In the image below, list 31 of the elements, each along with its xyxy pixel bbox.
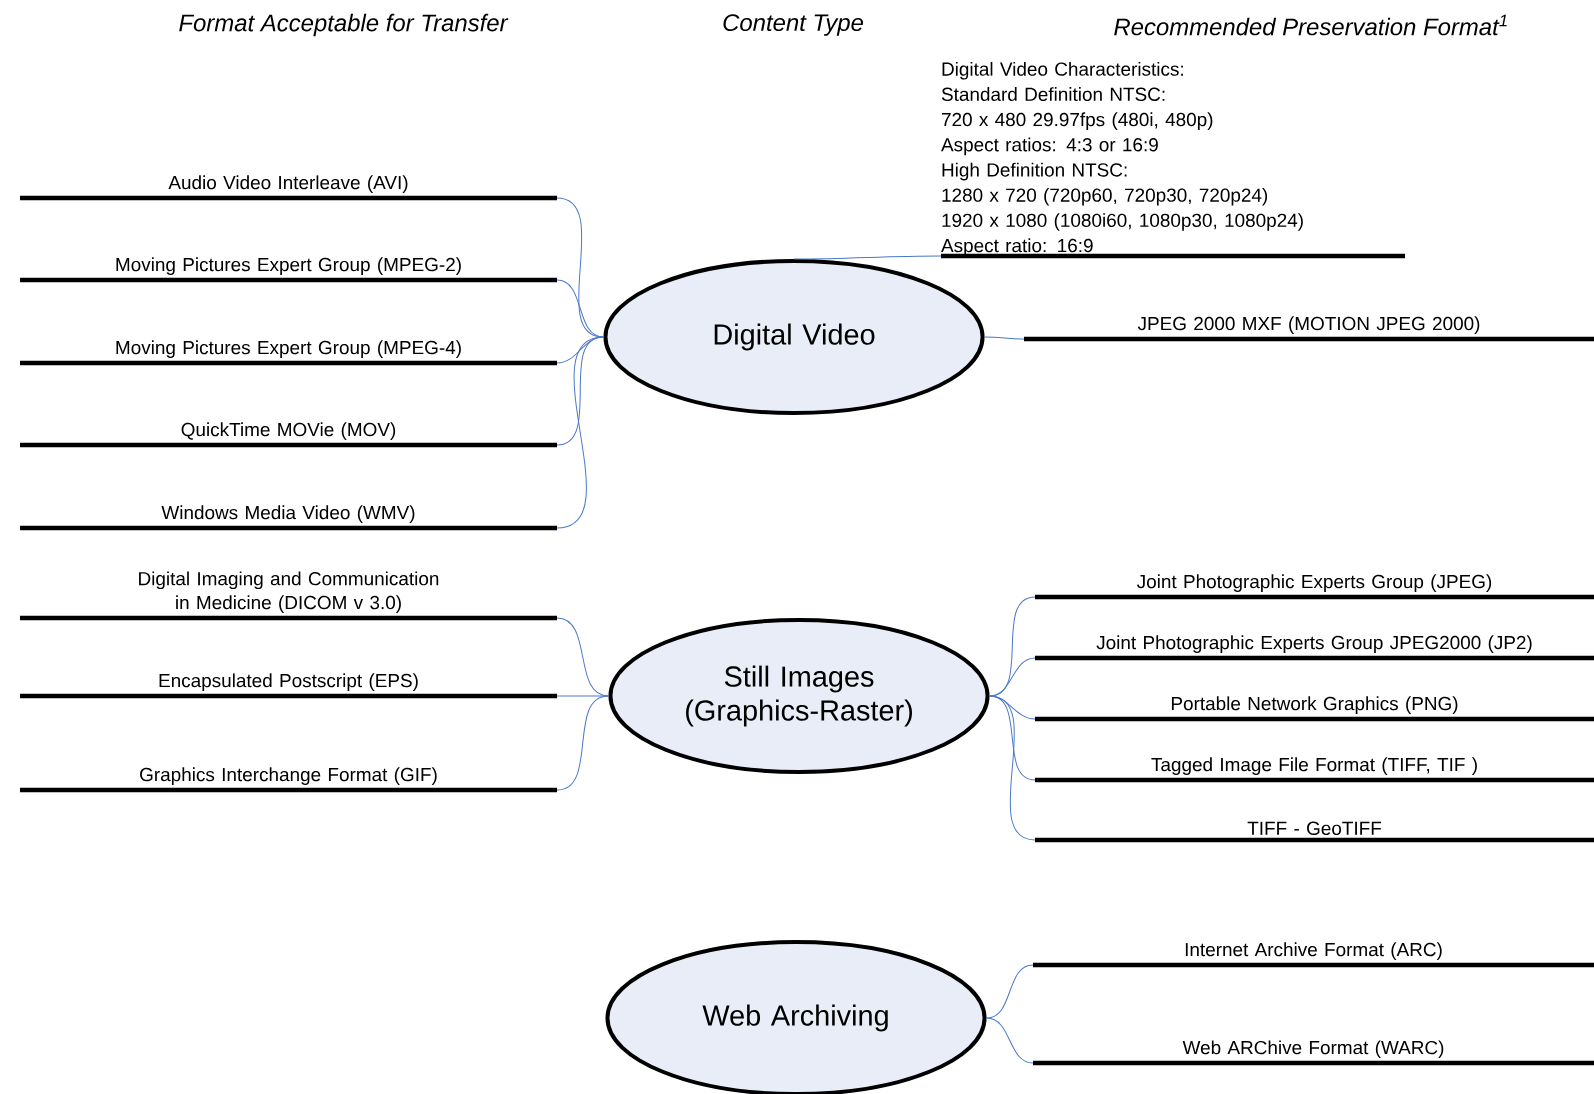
underlined-label: Moving Pictures Expert Group (MPEG-2) [20, 257, 557, 283]
underlined-label: Windows Media Video (WMV) [20, 505, 557, 531]
underlined-label: Digital Imaging and Communication in Medicine (DICOM v 3.0) [20, 571, 557, 621]
column-heading: Recommended Preservation Format$^{1}$ [1114, 14, 1507, 36]
connector [984, 336, 1025, 340]
underlined-label: Audio Video Interleave (AVI) [20, 175, 557, 201]
connector [986, 1017, 1034, 1064]
connector [989, 695, 1036, 841]
underlined-label: Digital Video Characteristics: Standard Definition NTSC: 720 x 480 29.97fps (480i, 480p) Aspect ratios: 4:3 or 16:9 High Definition NTSC: 1280 x 720 (720p60, 720p30, 720p24) 1920 x 1080 (1080i60, 1080p30, 1080p24) Aspect ratio: 16:9 [941, 61, 1405, 259]
underlined-label: TIFF - GeoTIFF [1035, 821, 1594, 843]
underlined-label: Moving Pictures Expert Group (MPEG-4) [20, 340, 557, 366]
underlined-label: QuickTime MOVie (MOV) [20, 422, 557, 448]
underlined-label: JPEG 2000 MXF (MOTION JPEG 2000) [1024, 316, 1594, 342]
underlined-label: Graphics Interchange Format (GIF) [20, 767, 557, 793]
underlined-label: Joint Photographic Experts Group JPEG2000 (JP2) [1035, 635, 1594, 661]
connector [793, 255, 942, 260]
underlined-label: Internet Archive Format (ARC) [1033, 942, 1594, 968]
connector [556, 695, 609, 697]
underlined-label: Encapsulated Postscript (EPS) [20, 673, 557, 699]
underlined-label: Tagged Image File Format (TIFF, TIF ) [1035, 757, 1594, 783]
connector [556, 279, 604, 338]
column-heading: Content Type [723, 14, 863, 36]
connector [556, 336, 604, 529]
connector [556, 695, 609, 791]
underlined-label: Web ARChive Format (WARC) [1033, 1040, 1594, 1066]
connector [989, 695, 1036, 781]
connector [986, 964, 1034, 1019]
underlined-label: Portable Network Graphics (PNG) [1035, 696, 1594, 722]
column-heading: Format Acceptable for Transfer [179, 13, 509, 37]
underlined-label: Joint Photographic Experts Group (JPEG) [1035, 574, 1594, 600]
connector [989, 657, 1036, 697]
